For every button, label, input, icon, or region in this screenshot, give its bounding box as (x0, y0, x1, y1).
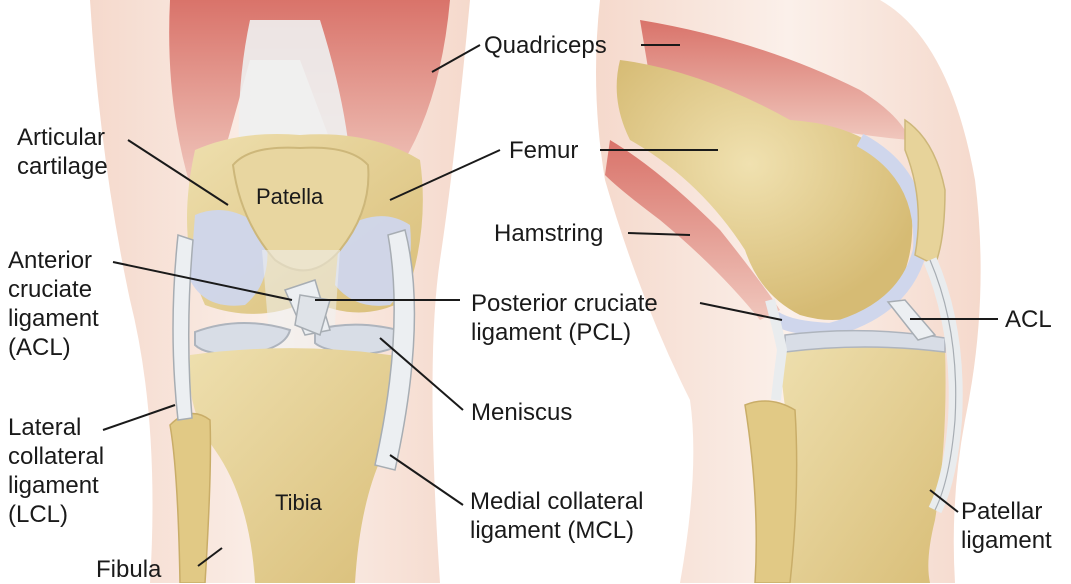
label-acl-side: ACL (1005, 305, 1052, 334)
label-medial-collateral: Medial collateral ligament (MCL) (470, 487, 643, 545)
label-articular-cartilage: Articular cartilage (17, 123, 108, 181)
label-tibia: Tibia (275, 488, 322, 517)
label-lateral-collateral: Lateral collateral ligament (LCL) (8, 413, 104, 529)
label-hamstring: Hamstring (494, 219, 603, 248)
label-patella: Patella (256, 182, 323, 211)
label-fibula: Fibula (96, 555, 161, 584)
label-quadriceps: Quadriceps (484, 31, 607, 60)
side-tibia (780, 342, 946, 583)
label-posterior-cruciate: Posterior cruciate ligament (PCL) (471, 289, 658, 347)
label-femur: Femur (509, 136, 578, 165)
label-meniscus: Meniscus (471, 398, 572, 427)
label-patellar-ligament: Patellar ligament (961, 497, 1052, 555)
label-anterior-cruciate: Anterior cruciate ligament (ACL) (8, 246, 99, 362)
